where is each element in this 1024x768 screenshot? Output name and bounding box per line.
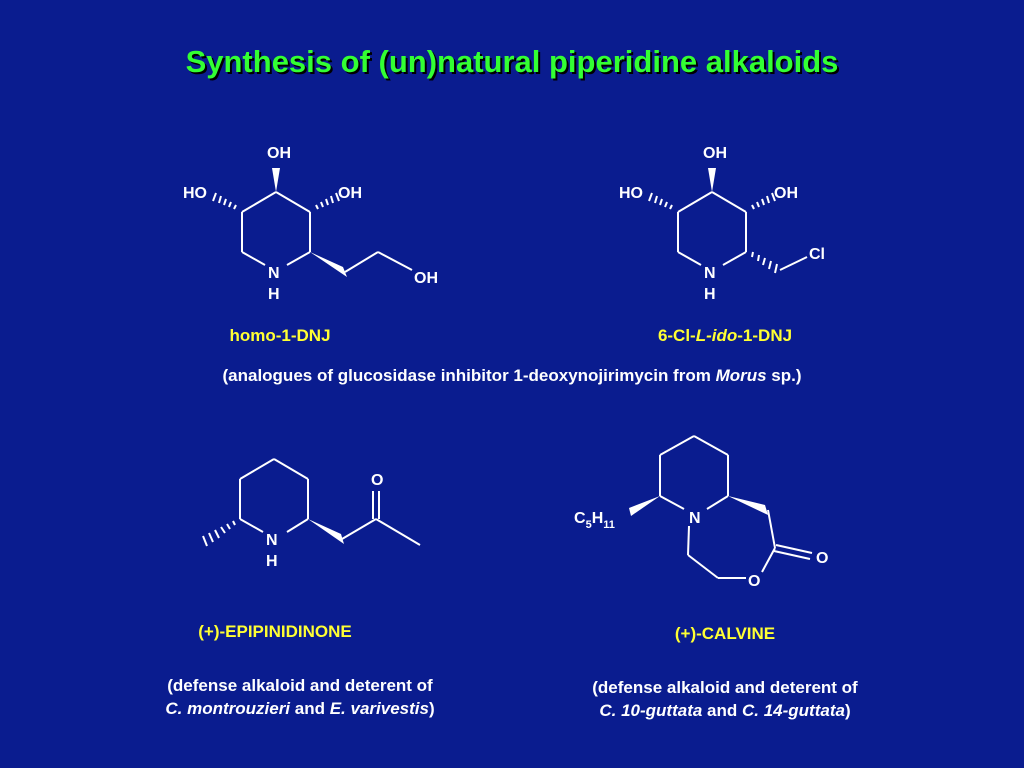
calv-o-carbonyl: O — [816, 550, 828, 567]
epi-nh: H — [266, 553, 278, 570]
glucosidase-caption: (analogues of glucosidase inhibitor 1-de… — [222, 366, 802, 385]
homo-oh-top: OH — [267, 145, 291, 162]
homo-dnj-structure — [241, 191, 413, 273]
homo-n: N — [268, 265, 280, 282]
homo-oh-chain: OH — [414, 270, 438, 287]
calvine-label: (+)-CALVINE — [674, 624, 776, 643]
homo-nh: H — [268, 286, 280, 303]
calvine-structure — [659, 435, 813, 579]
calv-n: N — [689, 510, 701, 527]
cl-ido-dnj-label: 6-Cl-L-ido-1-DNJ — [657, 326, 793, 345]
epipinidinone-label: (+)-EPIPINIDINONE — [198, 622, 352, 641]
clido-cl: Cl — [809, 246, 825, 263]
calv-o-ring: O — [748, 573, 760, 590]
homo-oh-right: OH — [338, 185, 362, 202]
epipinidinone-structure — [239, 458, 421, 546]
epi-n: N — [266, 532, 278, 549]
clido-oh-top: OH — [703, 145, 727, 162]
epi-o: O — [371, 472, 383, 489]
calv-c5h11: C5H11 — [574, 510, 615, 531]
clido-nh: H — [704, 286, 716, 303]
homo-ho-left: HO — [183, 185, 207, 202]
homo-dnj-label: homo-1-DNJ — [229, 326, 331, 345]
clido-ho-left: HO — [619, 185, 643, 202]
clido-n: N — [704, 265, 716, 282]
clido-oh-right: OH — [774, 185, 798, 202]
cl-ido-dnj-structure — [677, 191, 808, 271]
page-title: Synthesis of (un)natural piperidine alka… — [185, 44, 839, 79]
